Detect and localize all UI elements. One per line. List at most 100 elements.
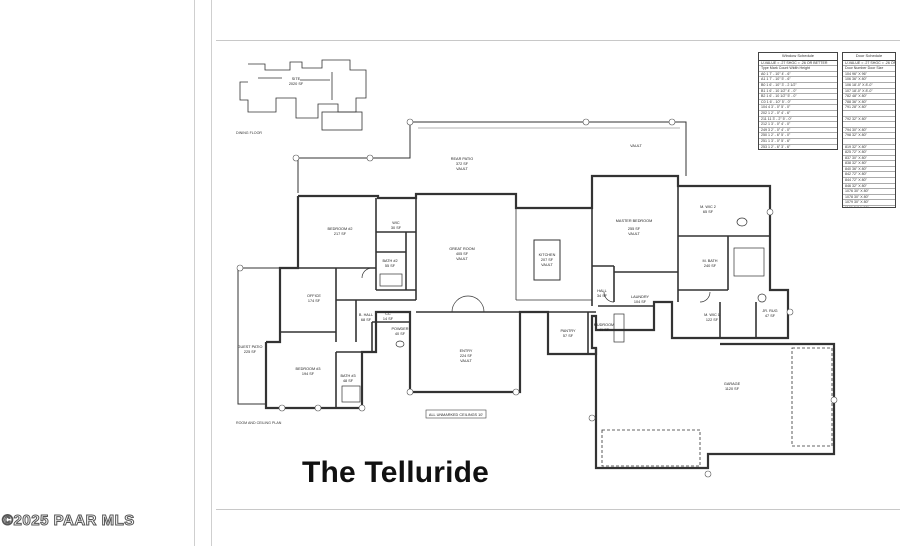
door-schedule-row: 1189 24" X 80" [843,206,895,207]
window-schedule-note: U-VALUE = .27 SHGC = .26 OR BETTER [759,61,837,67]
door-schedule-row: 107 18'-0" X 8'-0" [843,89,895,95]
door-schedule-row: 106 18'-0" X 8'-0" [843,83,895,89]
plan-title: The Telluride [302,456,490,489]
door-schedule-row: 104 96" X 96" [843,72,895,78]
door-schedule-row: 792 32" X 80" [843,117,895,123]
plan-caption: ROOM AND CEILING PLAN [236,421,282,425]
room-guest-patio-name: GUEST PATIO [238,345,263,349]
door-schedule-row: 782 48" X 80" [843,94,895,100]
room-site-name: SITE [292,77,301,81]
room-garage-name: GARAGE [724,382,741,386]
room-vault-top: VAULT [630,144,642,148]
exterior-wall [298,174,836,470]
room-hall-area: 34 SF [597,294,608,298]
door-schedule-row [843,111,895,117]
left-margin-rule-2 [211,0,212,546]
room-pantry-area: 57 SF [563,334,574,338]
room-wic-area: 30 SF [391,226,402,230]
room-office-area: 174 SF [308,299,321,303]
door-schedule-row: 106 36" X 80" [843,77,895,83]
room-m-bath-name: M. BATH [702,259,717,263]
window-schedule-headers: Type Mark Count Width Height [759,66,837,72]
room-master-bedroom-area: 255 SF [628,227,641,231]
door-schedule-row: 1076 30" X 80" [843,189,895,195]
room-master-bedroom-name: MASTER BEDROOM [616,219,653,223]
plan-sheet [216,40,900,510]
door-schedule-title: Door Schedule [843,53,895,61]
room-entry-area: 224 SF [460,354,473,358]
door-schedule-row: 840 36" X 80" [843,167,895,173]
door-schedule-row: 837 30" X 80" [843,156,895,162]
room-wic-name: WIC [392,221,400,225]
garage-parking-outline-2 [601,429,701,467]
room-b-hall-name: B. HALL [359,313,373,317]
rear-patio-outline [297,121,687,193]
window-schedule-row: A0 1 7' - 10" 4' - 6" [759,72,837,78]
window-schedule-rows: A0 1 7' - 10" 4' - 6"A1 1 7' - 10" 5' - … [759,72,837,150]
door-schedule-row: 794 30" X 80" [843,128,895,134]
window-schedule-row: B2 1 6' - 10 1/2" 5' - 0" [759,94,837,100]
door-schedule-rows: 104 96" X 96"106 36" X 80"106 18'-0" X 8… [843,72,895,207]
room-master-bedroom-note: VAULT [628,232,640,236]
room-bath3-area: 48 SF [343,379,354,383]
left-margin-rule [194,0,195,546]
room-rear-patio-name: REAR PATIO [451,157,473,161]
room-pantry-name: PANTRY [560,329,576,333]
room-bedroom3-name: BEDROOM #3 [296,367,321,371]
window-schedule-row: 211 11 3' - 2" 5' - 0" [759,117,837,123]
door-schedule-row: 825 72" X 80" [843,150,895,156]
room-rear-patio-note: VAULT [456,167,468,171]
room-powder-name: POWDER [391,327,408,331]
room-mudroom-name: MUDROOM [594,323,614,327]
kitchen-island [533,239,561,281]
key-plan-label: DINING FLOOR [236,131,262,135]
room-labels: REAR PATIO 372 SF VAULT VAULT BEDROOM #2… [238,77,778,391]
window-schedule-title: Window Schedule [759,53,837,61]
door-schedule-row: 1078 30" X 80" [843,195,895,201]
key-plan-thumbnail [239,59,367,131]
door-schedule-note: U-VALUE = .27 SHGC = .26 OR BETTER [843,60,896,67]
room-m-wic2-area: 65 SF [703,210,714,214]
door-schedule-row [843,122,895,128]
room-laundry-name: LAUNDRY [631,295,650,299]
room-garage-area: 1120 SF [725,387,740,391]
room-site-area: 2020 SF [289,82,304,86]
room-hall-name: HALL [597,289,607,293]
garage-parking-outline-1 [791,347,833,447]
window-schedule-row: 202 1 2' - 0" 4' - 6" [759,111,837,117]
door-schedule-row [843,139,895,145]
room-cc-name: CC [385,312,391,316]
window-schedule-row: 253 1 2' - 6" 3' - 6" [759,145,837,150]
room-great-room-area: 405 SF [456,252,469,256]
door-schedule-row: 798 32" X 80" [843,133,895,139]
door-schedule-row: 788 36" X 80" [843,100,895,106]
room-guest-patio-area: 225 SF [244,350,257,354]
window-schedule-row: 250 1 2' - 6" 5' - 0" [759,133,837,139]
room-bedroom2-area: 217 SF [334,232,347,236]
room-mudroom-area: 41 SF [599,328,610,332]
room-bedroom3-area: 194 SF [302,372,315,376]
guest-patio-outline [237,267,280,405]
room-office-name: OFFICE [307,294,321,298]
room-kitchen-area: 207 SF [541,258,554,262]
door-schedule-row: 842 72" X 80" [843,172,895,179]
window-schedule-row: B1 1 6' - 10 1/2" 4' - 0" [759,89,837,95]
room-bath2-area: 55 SF [385,264,396,268]
room-great-room-note: VAULT [456,257,468,261]
room-kitchen-name: KITCHEN [539,253,556,257]
room-bath2-name: BATH #2 [382,259,397,263]
room-m-wic2-name: M. WIC 2 [700,205,716,209]
door-schedule-row: 791 28" X 80" [843,105,895,111]
room-bath3-name: BATH #3 [340,374,355,378]
room-entry-note: VAULT [460,359,472,363]
door-schedule-row: 844 72" X 80" [843,178,895,184]
room-powder-area: 40 SF [395,332,406,336]
window-schedule-row: 104 4 3' - 0" 5' - 0" [759,105,837,111]
window-schedule-row: B0 1 6' - 10" 3' - 2 1/2" [759,83,837,89]
room-jr-rug-area: 47 SF [765,314,776,318]
window-schedule-row: 249 3 2' - 0" 4' - 0" [759,128,837,134]
door-schedule-row: 819 32" X 80" [843,145,895,151]
room-rear-patio-area: 372 SF [456,162,469,166]
mls-watermark: ©2025 PAAR MLS [2,512,135,530]
